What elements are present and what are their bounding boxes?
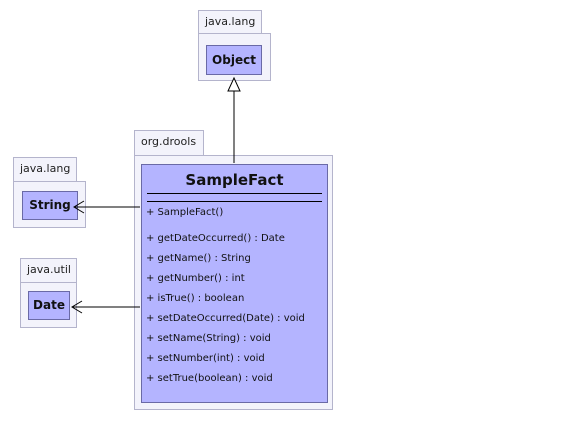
class-name: Object (212, 53, 256, 67)
class-date[interactable]: Date (28, 291, 70, 320)
class-string[interactable]: String (22, 191, 78, 220)
operation: + getNumber() : int (146, 273, 245, 284)
package-java-lang-left: String (13, 181, 86, 228)
package-org-drools-tab: org.drools (134, 130, 204, 156)
attributes-separator (147, 193, 322, 194)
association-string-arrowhead (73, 200, 85, 214)
package-java-lang-left-tab: java.lang (13, 157, 77, 182)
class-name: SampleFact (185, 171, 284, 189)
operation: + getDateOccurred() : Date (146, 233, 285, 244)
operation: + setDateOccurred(Date) : void (146, 313, 305, 324)
operation: + setName(String) : void (146, 333, 271, 344)
package-name: org.drools (141, 135, 197, 148)
package-java-lang-top: Object (198, 33, 271, 81)
class-object[interactable]: Object (206, 45, 262, 75)
class-name: String (29, 198, 71, 212)
package-java-lang-top-tab: java.lang (198, 10, 262, 34)
generalization-arrowhead (227, 76, 241, 92)
package-name: java.util (27, 263, 71, 276)
operation: + setTrue(boolean) : void (146, 373, 273, 384)
package-name: java.lang (205, 15, 256, 28)
operation: + setNumber(int) : void (146, 353, 265, 364)
constructor: + SampleFact() (146, 207, 224, 218)
package-java-util: Date (20, 282, 77, 328)
package-org-drools: SampleFact + SampleFact() + getDateOccur… (134, 155, 333, 410)
class-name: Date (33, 298, 65, 312)
package-java-util-tab: java.util (20, 258, 77, 283)
class-samplefact[interactable]: SampleFact + SampleFact() + getDateOccur… (141, 164, 328, 403)
operation: + isTrue() : boolean (146, 293, 245, 304)
operation: + getName() : String (146, 253, 251, 264)
operations-separator (147, 201, 322, 202)
package-name: java.lang (20, 162, 71, 175)
association-date-arrowhead (71, 300, 83, 314)
